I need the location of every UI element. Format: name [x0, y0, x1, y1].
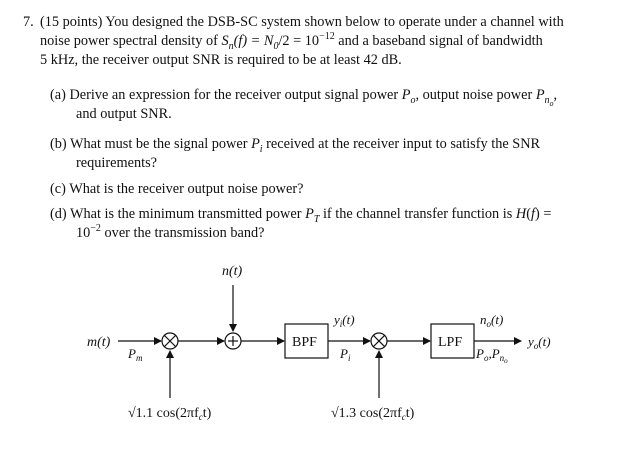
part-a-cont: and output SNR. — [76, 106, 172, 122]
pm-label: Pm — [127, 346, 143, 363]
intro-line-2: noise power spectral density of Sn(f) = … — [40, 31, 543, 52]
intro-line-1: (15 points) You designed the DSB-SC syst… — [40, 14, 564, 30]
part-c: (c) What is the receiver output noise po… — [50, 181, 304, 197]
noise-label: n(t) — [222, 264, 243, 279]
part-b: (b) What must be the signal power Pi rec… — [50, 136, 541, 155]
pi-label: Pi — [339, 346, 351, 363]
lpf-label: LPF — [438, 335, 462, 350]
part-d-cont: 10−2 over the transmission band? — [76, 223, 265, 241]
part-d: (d) What is the minimum transmitted powe… — [50, 206, 552, 225]
intro-line-3: 5 kHz, the receiver output SNR is requir… — [40, 52, 402, 68]
psd-symbol: Sn(f) = N0 — [221, 33, 279, 52]
input-label: m(t) — [87, 335, 111, 350]
carrier-1-label: √1.1 cos(2πfct) — [128, 406, 212, 422]
part-b-cont: requirements? — [76, 155, 157, 171]
po-pno-label: Po,Pno — [475, 346, 508, 365]
part-a: (a) Derive an expression for the receive… — [50, 87, 558, 108]
bpf-label: BPF — [292, 335, 317, 350]
carrier-2-label: √1.3 cos(2πfct) — [331, 406, 415, 422]
no-label: no(t) — [480, 312, 503, 329]
yi-label: yi(t) — [332, 312, 355, 329]
problem-number: 7. — [23, 14, 34, 30]
yo-label: yo(t) — [526, 334, 551, 351]
